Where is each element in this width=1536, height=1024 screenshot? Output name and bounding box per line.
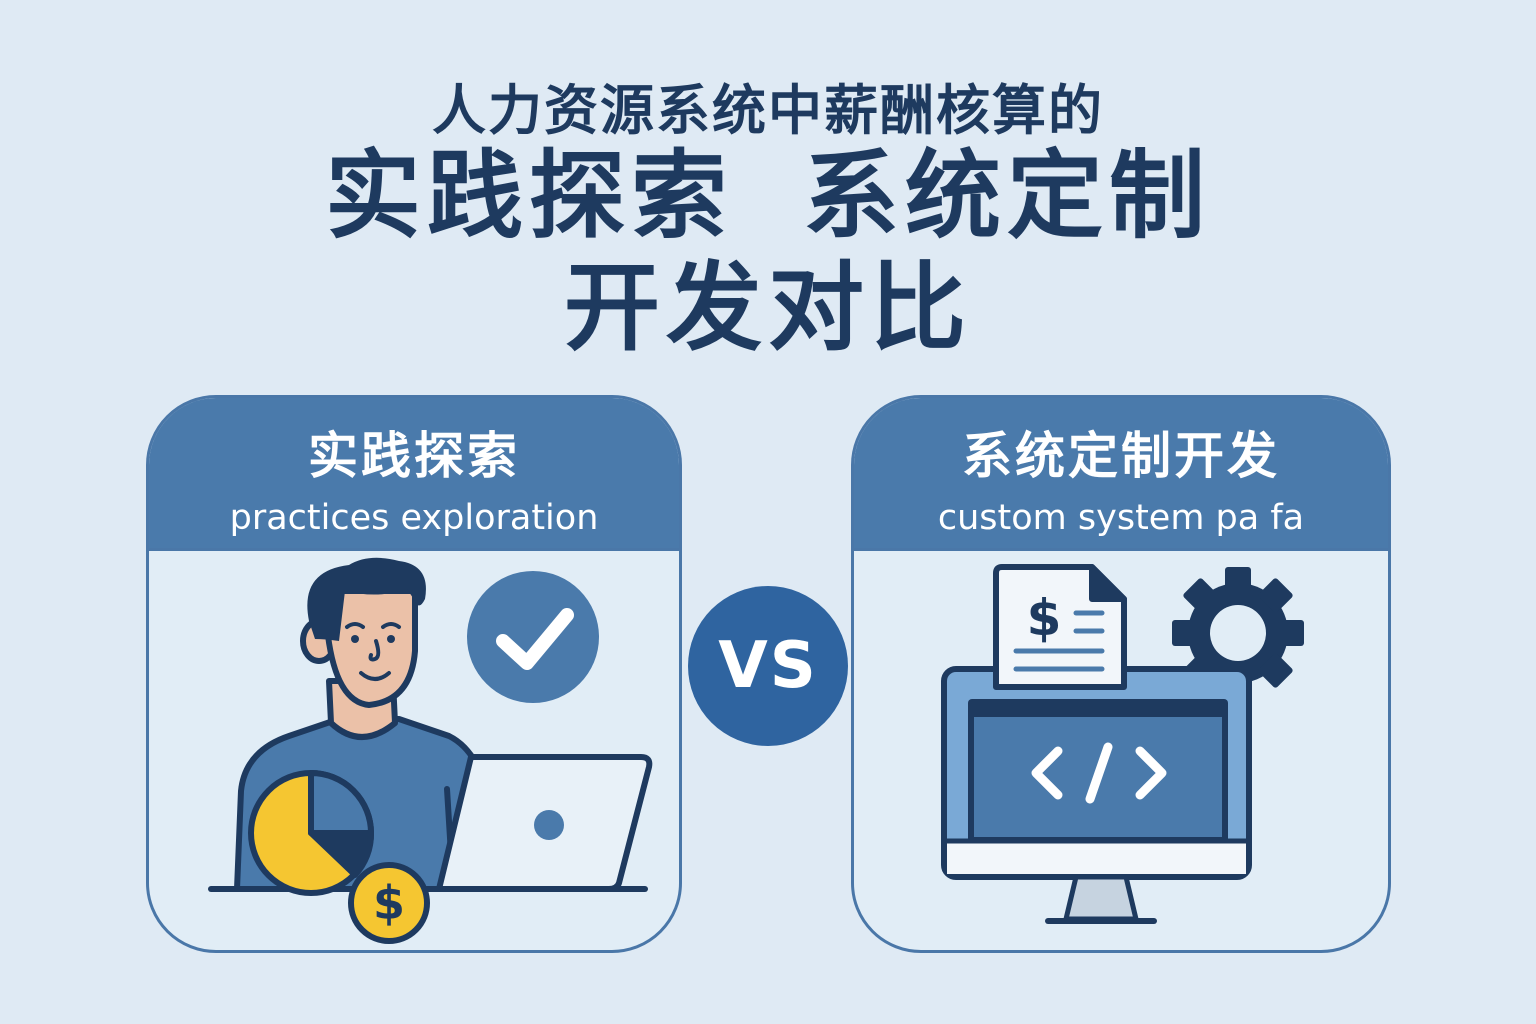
card-title-en: custom system pa fa [937,498,1305,538]
laptop-icon [436,754,653,892]
card-title-en: practices exploration [229,498,599,538]
card-custom-system: 系统定制开发 custom system pa fa [851,395,1391,953]
code-icon [1031,742,1167,804]
title-part-practice: 实践探索 [325,140,733,252]
card-practice-exploration: 实践探索 practices exploration [146,395,682,953]
monitor-icon [941,666,1252,924]
svg-text:$: $ [1027,589,1062,647]
card-illustration: $ [149,551,679,950]
card-illustration: $ [854,551,1388,950]
title-part-custom: 系统定制 [803,140,1211,252]
card-header: 实践探索 practices exploration [149,398,679,551]
svg-text:$: $ [373,876,405,930]
subtitle: 人力资源系统中薪酬核算的 [432,79,1104,142]
card-header: 系统定制开发 custom system pa fa [854,398,1388,551]
card-title-cn: 实践探索 [308,427,520,485]
invoice-document-icon: $ [993,564,1127,690]
title-line2: 开发对比 [564,252,972,364]
page-title: 实践探索系统定制 开发对比 [0,140,1536,364]
check-circle-icon [467,571,599,703]
pie-chart-icon [248,770,375,896]
card-title-cn: 系统定制开发 [962,427,1280,485]
dollar-coin-icon: $ [348,862,430,944]
monitor-code-illustration: $ [941,564,1304,924]
vs-badge: VS [688,586,848,746]
person-laptop-illustration: $ [208,557,653,944]
